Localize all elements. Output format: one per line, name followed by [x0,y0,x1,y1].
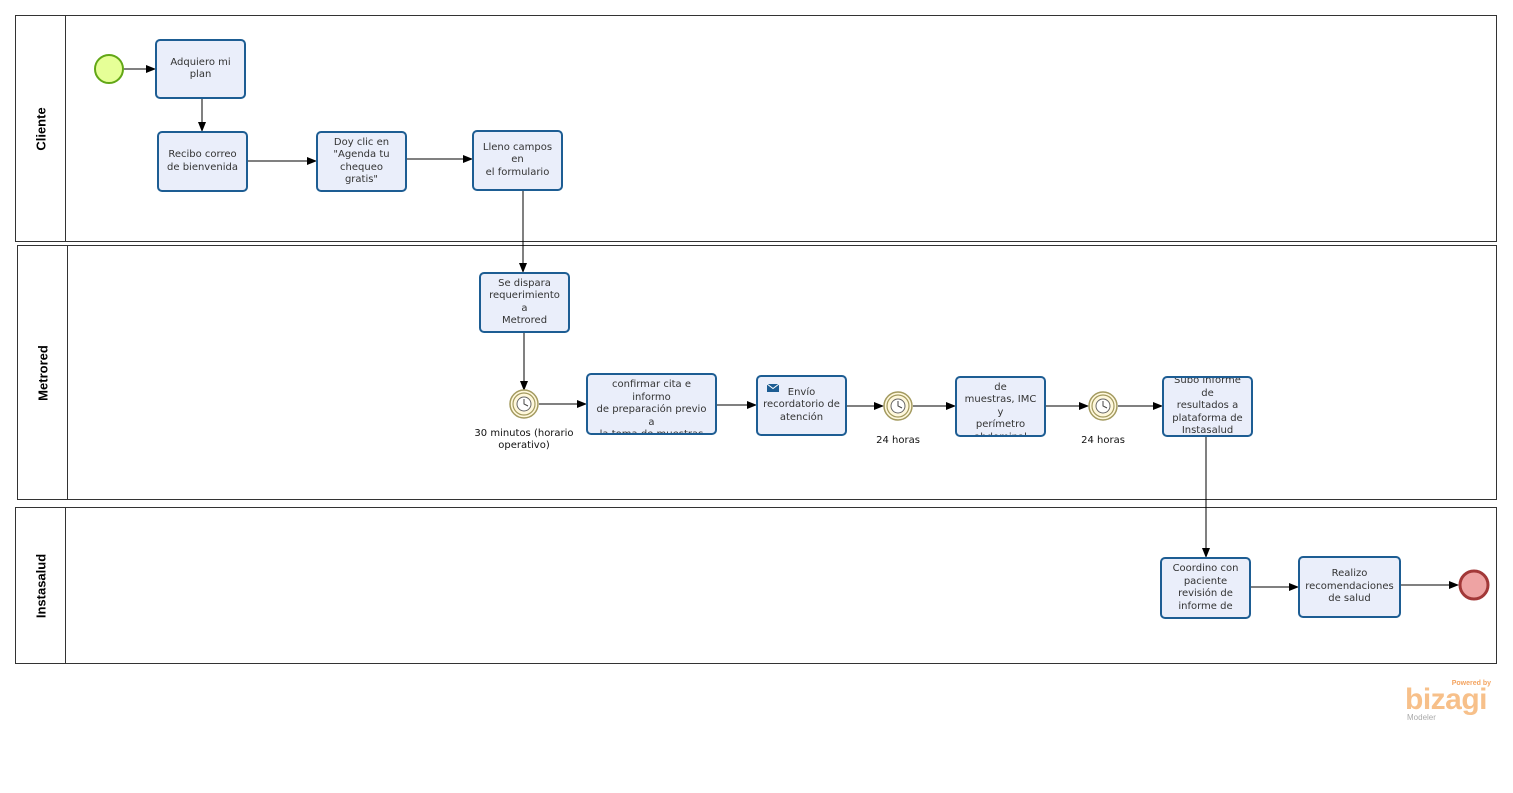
task-envio-recordatorio[interactable]: Envío recordatorio de atención [756,375,847,436]
lane-header-metrored: Metrored [18,246,68,499]
timer-event-icon[interactable] [509,389,539,419]
timer-label: 24 horas [876,435,920,446]
task-llamo-afiliado[interactable]: Llamo a afiliado a confirmar cita e info… [586,373,717,435]
lane-cliente: Cliente [15,15,1497,242]
task-label: Subo informe de resultados a plataforma … [1172,376,1243,437]
task-label: Se dispara requerimiento a Metrored [489,277,560,327]
task-doy-clic[interactable]: Doy clic en "Agenda tu chequeo gratis" [316,131,407,192]
task-label: Doy clic en "Agenda tu chequeo gratis" [333,136,390,186]
task-label: Realizo toma de muestras, IMC y perímetr… [964,378,1037,437]
message-envelope-icon [767,384,779,392]
task-label: Recibo correo de bienvenida [167,149,238,173]
task-realizo-toma[interactable]: Realizo toma de muestras, IMC y perímetr… [955,376,1046,437]
timer-event-icon[interactable] [1088,391,1118,421]
timer-label: 24 horas [1081,435,1125,446]
timer-label: 30 minutos (horario operativo) [474,428,574,451]
task-realizo-recomendaciones[interactable]: Realizo recomendaciones de salud [1298,556,1401,618]
lane-header-cliente: Cliente [16,16,66,241]
task-label: Llamo a afiliado a confirmar cita e info… [596,375,707,435]
brand-product: Modeler [1407,713,1436,722]
start-event-icon[interactable] [94,54,124,84]
end-event-icon[interactable] [1458,569,1490,601]
lane-metrored: Metrored [17,245,1497,500]
bizagi-logo: Powered by bizagi Modeler [1405,680,1495,722]
powered-by-text: Powered by [1451,680,1491,687]
task-recibo-correo[interactable]: Recibo correo de bienvenida [157,131,248,192]
task-coordino-paciente[interactable]: Coordino con paciente revisión de inform… [1160,557,1251,619]
task-se-dispara[interactable]: Se dispara requerimiento a Metrored [479,272,570,333]
task-label: Realizo recomendaciones de salud [1305,568,1394,605]
task-label: Envío recordatorio de atención [763,386,840,423]
task-lleno-campos[interactable]: Lleno campos en el formulario [472,130,563,191]
task-label: Adquiero mi plan [170,56,231,81]
lane-header-instasalud: Instasalud [16,508,66,663]
task-adquiero-plan[interactable]: Adquiero mi plan [155,39,246,99]
brand-name: bizagi [1405,683,1488,716]
task-label: Coordino con paciente revisión de inform… [1172,563,1239,612]
task-subo-informe[interactable]: Subo informe de resultados a plataforma … [1162,376,1253,437]
task-label: Lleno campos en el formulario [482,141,553,178]
timer-event-icon[interactable] [883,391,913,421]
